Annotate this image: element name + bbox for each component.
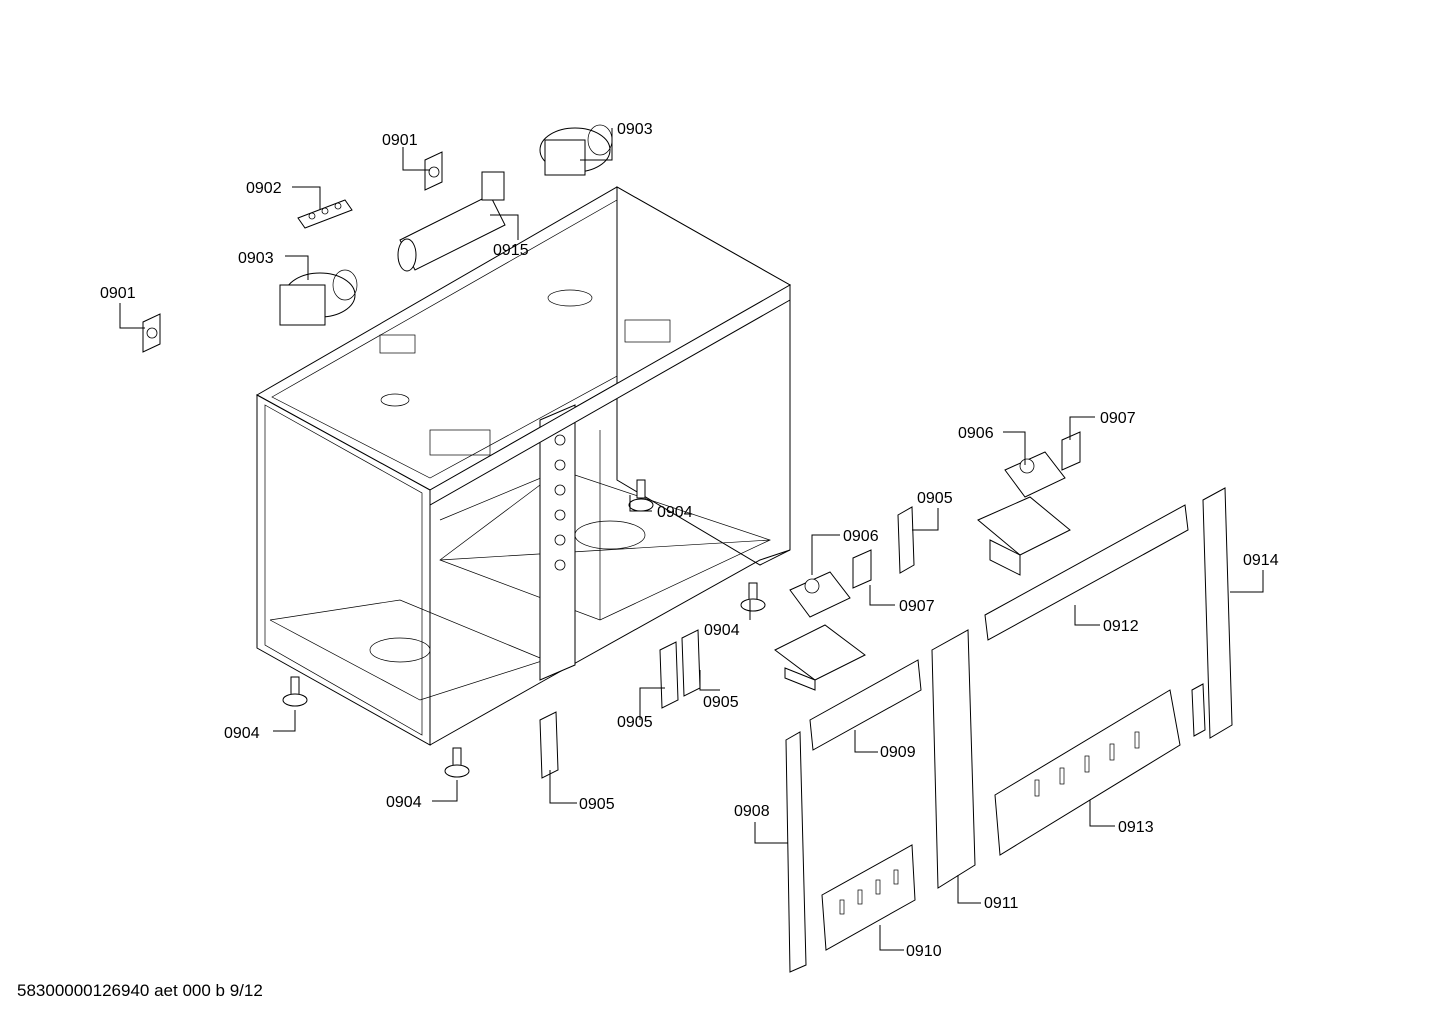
callout-c6: 0901 bbox=[100, 285, 136, 302]
callout-c22: 0908 bbox=[734, 803, 770, 820]
callout-c2: 0903 bbox=[617, 121, 653, 138]
hinge-bracket-3 bbox=[681, 629, 701, 697]
callout-c24: 0911 bbox=[984, 895, 1019, 912]
callout-c23: 0913 bbox=[1118, 819, 1154, 836]
foot-4 bbox=[444, 747, 470, 778]
callout-c15: 0912 bbox=[1103, 618, 1139, 635]
switch-lower bbox=[789, 571, 851, 618]
document-id-footer: 58300000126940 aet 000 b 9/12 bbox=[17, 981, 263, 1000]
leader-lines bbox=[119, 128, 1264, 951]
callout-c16: 0905 bbox=[617, 714, 653, 731]
fan-motor-left bbox=[279, 269, 358, 326]
panel-0914 bbox=[1191, 487, 1233, 739]
callout-c18: 0904 bbox=[224, 725, 260, 742]
tray-upper bbox=[977, 496, 1071, 576]
callout-labels: 0901 0903 0902 0915 0903 0901 0906 0907 … bbox=[100, 121, 1279, 960]
panel-0908 bbox=[785, 731, 807, 973]
switch-bracket-lower bbox=[852, 549, 872, 589]
callout-c25: 0910 bbox=[906, 943, 942, 960]
foot-1 bbox=[628, 479, 654, 512]
tangential-fan bbox=[397, 171, 506, 272]
panel-0913 bbox=[994, 689, 1181, 856]
bracket-left bbox=[142, 313, 161, 353]
panel-0909 bbox=[809, 659, 922, 751]
callout-c11: 0906 bbox=[843, 528, 879, 545]
switch-upper bbox=[1004, 451, 1066, 498]
terminal-block bbox=[297, 199, 353, 229]
panel-0910 bbox=[821, 844, 916, 951]
foot-2 bbox=[740, 582, 766, 612]
switch-bracket-upper bbox=[1061, 431, 1081, 471]
callout-c14: 0904 bbox=[704, 622, 740, 639]
foot-3 bbox=[282, 676, 308, 707]
callout-c1: 0901 bbox=[382, 132, 418, 149]
callout-c3: 0902 bbox=[246, 180, 282, 197]
tray-lower bbox=[774, 624, 866, 691]
callout-c9: 0905 bbox=[917, 490, 953, 507]
callout-c7: 0906 bbox=[958, 425, 994, 442]
panel-0911 bbox=[931, 629, 976, 889]
hinge-bracket-2 bbox=[659, 641, 679, 709]
callout-c21: 0905 bbox=[579, 796, 615, 813]
callout-c19: 0909 bbox=[880, 744, 916, 761]
callout-c13: 0907 bbox=[899, 598, 935, 615]
callout-c10: 0904 bbox=[657, 504, 693, 521]
hinge-bracket-4 bbox=[539, 711, 559, 779]
callout-c12: 0914 bbox=[1243, 552, 1279, 569]
fan-motor-upper bbox=[539, 124, 613, 176]
callout-c17: 0905 bbox=[703, 694, 739, 711]
callout-c4: 0915 bbox=[493, 242, 529, 259]
oven-cabinet-frame bbox=[255, 186, 792, 746]
bracket-upper bbox=[424, 151, 443, 191]
panel-0912 bbox=[984, 504, 1189, 641]
callout-c8: 0907 bbox=[1100, 410, 1136, 427]
callout-c20: 0904 bbox=[386, 794, 422, 811]
hinge-bracket-1 bbox=[897, 506, 915, 574]
callout-c5: 0903 bbox=[238, 250, 274, 267]
